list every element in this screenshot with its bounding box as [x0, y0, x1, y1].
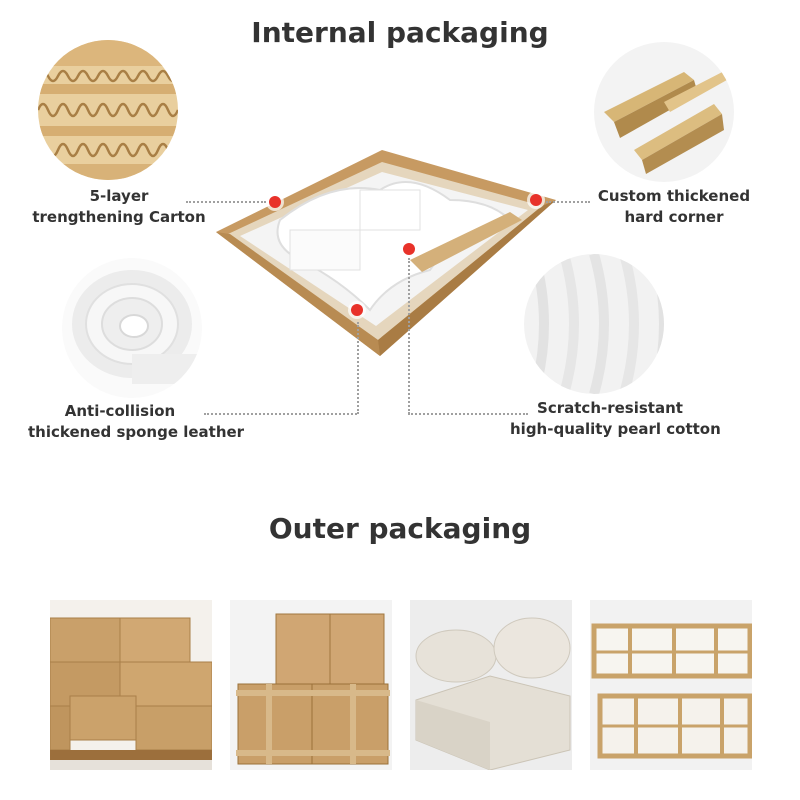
label-corner-line2: hard corner [624, 208, 724, 226]
connector-line-pearl-h [408, 413, 528, 415]
connector-line-corner [546, 201, 590, 203]
label-carton: 5-layer trengthening Carton [26, 186, 212, 228]
hard-corner-image [594, 42, 734, 182]
label-carton-line2: trengthening Carton [32, 208, 206, 226]
marker-dot-sponge [351, 304, 363, 316]
outer-photo-film-wrapped [410, 600, 572, 770]
outer-photo-wooden-frame-crates [590, 600, 752, 770]
label-pearl-line2: high-quality pearl cotton [510, 420, 721, 438]
label-corner-line1: Custom thickened [597, 187, 751, 205]
outer-photo-wood-crated-cartons [230, 600, 392, 770]
label-pearl-line1: Scratch-resistant [537, 399, 683, 417]
marker-dot-corner [530, 194, 542, 206]
outer-packaging-title: Outer packaging [268, 512, 532, 545]
carton-layers-image [38, 40, 178, 180]
connector-line-sponge-v [357, 322, 359, 414]
label-pearl: Scratch-resistant high-quality pearl cot… [510, 398, 721, 440]
connector-line-sponge-h [204, 413, 357, 415]
label-carton-line1: 5-layer [89, 187, 149, 205]
label-sponge: Anti-collision thickened sponge leather [28, 401, 245, 443]
open-packaging-box-image [210, 150, 560, 360]
outer-photo-stacked-cartons [50, 600, 212, 770]
connector-line-pearl-v [408, 258, 410, 414]
label-sponge-line1: Anti-collision [64, 402, 176, 420]
internal-packaging-title: Internal packaging [251, 16, 549, 49]
label-corner: Custom thickened hard corner [594, 186, 754, 228]
sponge-roll-image [62, 258, 202, 398]
marker-dot-carton [269, 196, 281, 208]
marker-dot-pearl [403, 243, 415, 255]
label-sponge-line2: thickened sponge leather [28, 423, 245, 441]
connector-line-carton [186, 201, 266, 203]
